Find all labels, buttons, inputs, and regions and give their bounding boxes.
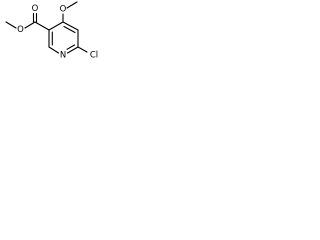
bond-c6-cl	[77, 46, 88, 53]
atom-label-chlorine: Cl	[90, 51, 98, 61]
bond-n1-c2	[48, 46, 60, 54]
atom-label-methoxy-oxygen: O	[60, 5, 67, 15]
chemical-structure-diagram: O O O N Cl	[5, 1, 98, 61]
pyridine-ring	[48, 21, 79, 54]
bond-carbonyl-o-ether	[24, 21, 36, 29]
substituent-bonds	[5, 1, 88, 53]
bond-c3-c4	[48, 21, 64, 31]
atom-labels: O O O N Cl	[17, 4, 98, 61]
bond-c4-c5-inner	[63, 25, 76, 34]
bond-o-methyl	[66, 1, 78, 9]
bond-c3-carbonyl	[34, 21, 50, 31]
bond-c6-n1	[66, 46, 79, 54]
atom-label-ether-oxygen: O	[17, 25, 24, 35]
bond-c6-n1-inner	[66, 44, 76, 50]
atom-label-ring-nitrogen: N	[60, 51, 66, 61]
atom-label-carbonyl-oxygen: O	[32, 4, 39, 14]
bond-o-ester-methyl	[5, 21, 17, 29]
bond-c4-c5	[62, 21, 79, 31]
